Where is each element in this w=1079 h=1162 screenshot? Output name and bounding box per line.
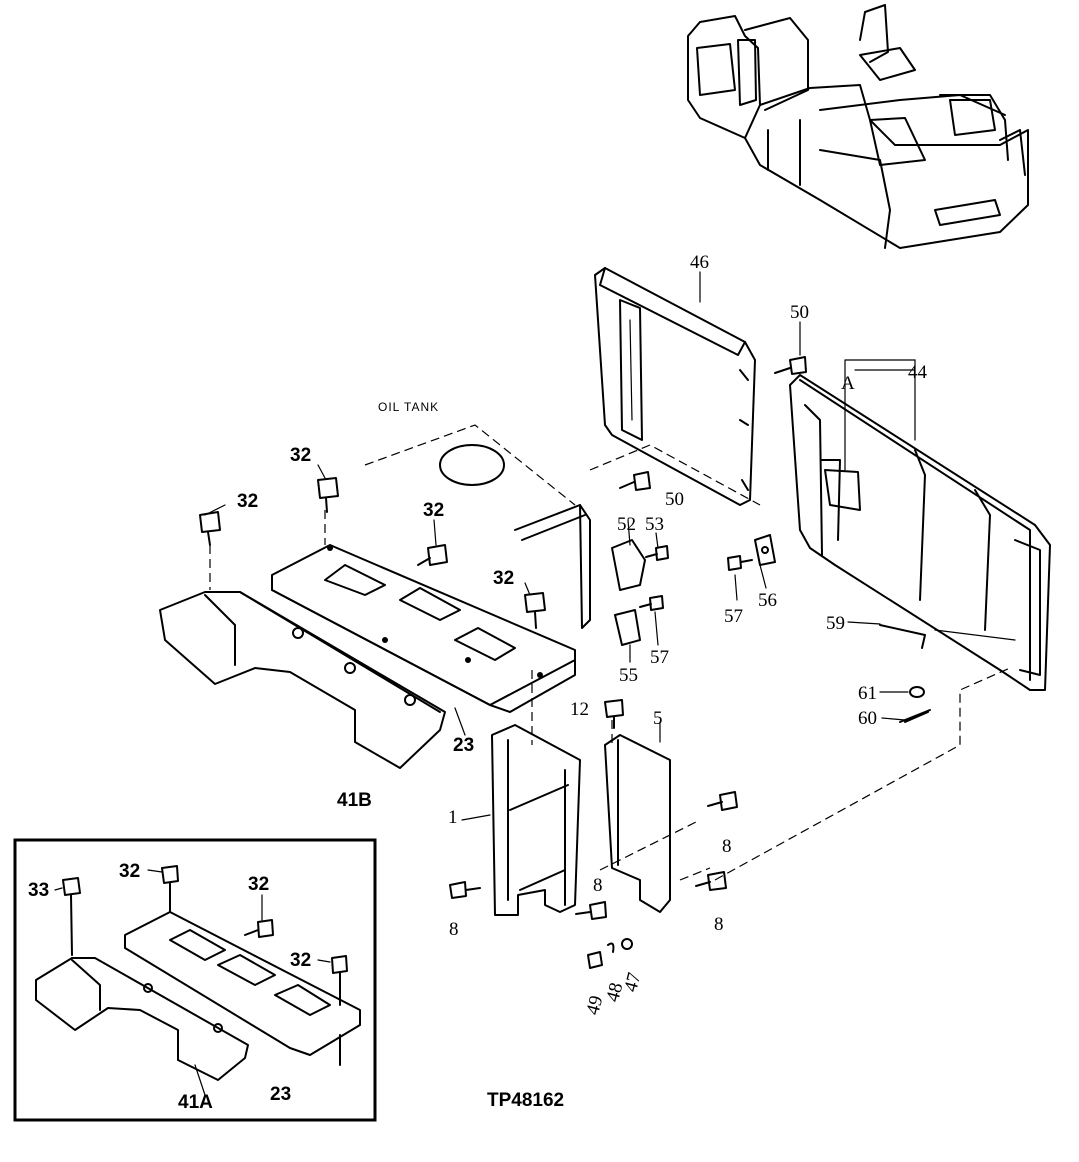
- callout-labels: OIL TANK A 46 50 44 50 52 53 57 56 59 57…: [28, 252, 928, 1113]
- callout-59: 59: [826, 613, 845, 634]
- callout-8-d: 8: [714, 914, 724, 935]
- frame-1: [491, 724, 581, 916]
- callout-8-a: 8: [722, 836, 732, 857]
- label-detail-a: A: [841, 373, 855, 394]
- callout-50-top: 50: [790, 302, 809, 323]
- oil-tank-outline: [364, 424, 591, 629]
- bolts: [199, 356, 931, 969]
- callout-49: 49: [582, 993, 607, 1017]
- callout-57-mid: 57: [650, 647, 669, 668]
- plate-5: [604, 734, 671, 913]
- callout-50-mid: 50: [665, 489, 684, 510]
- label-oil-tank: OIL TANK: [378, 400, 439, 414]
- callout-32-inset-a: 32: [119, 861, 140, 882]
- side-panel-46: [589, 267, 761, 506]
- excavator-overview: [687, 4, 1029, 249]
- callout-32-d: 32: [493, 568, 514, 589]
- connection-lines: [209, 510, 1016, 881]
- callout-44: 44: [908, 362, 928, 383]
- callout-53: 53: [645, 514, 664, 535]
- callout-33-inset: 33: [28, 880, 49, 901]
- callout-23: 23: [453, 735, 474, 756]
- callout-52: 52: [617, 514, 636, 535]
- callout-41a-inset: 41A: [178, 1092, 213, 1113]
- callout-32-a: 32: [290, 445, 311, 466]
- detail-inset: [13, 838, 377, 1122]
- callout-32-inset-c: 32: [290, 950, 311, 971]
- callout-5: 5: [653, 708, 663, 729]
- callout-1: 1: [448, 807, 458, 828]
- bracket-41b: [159, 591, 446, 769]
- callout-41b: 41B: [337, 790, 372, 811]
- callout-61: 61: [858, 683, 877, 704]
- figure-id: TP48162: [487, 1090, 564, 1111]
- callout-48: 48: [602, 980, 627, 1004]
- leader-lines: [54, 271, 916, 1096]
- callout-55: 55: [619, 665, 638, 686]
- callout-12: 12: [570, 699, 589, 720]
- callout-32-inset-b: 32: [248, 874, 269, 895]
- callout-32-b: 32: [237, 491, 258, 512]
- callout-23-inset: 23: [270, 1084, 291, 1105]
- callout-32-c: 32: [423, 500, 444, 521]
- callout-60: 60: [858, 708, 877, 729]
- callout-8-b: 8: [593, 875, 603, 896]
- panel-44: [789, 359, 1051, 691]
- callout-46: 46: [690, 252, 709, 273]
- top-plate-23: [271, 544, 576, 713]
- callout-57-right: 57: [724, 606, 743, 627]
- callout-47: 47: [620, 970, 645, 994]
- callout-8-c: 8: [449, 919, 459, 940]
- callout-56: 56: [758, 590, 777, 611]
